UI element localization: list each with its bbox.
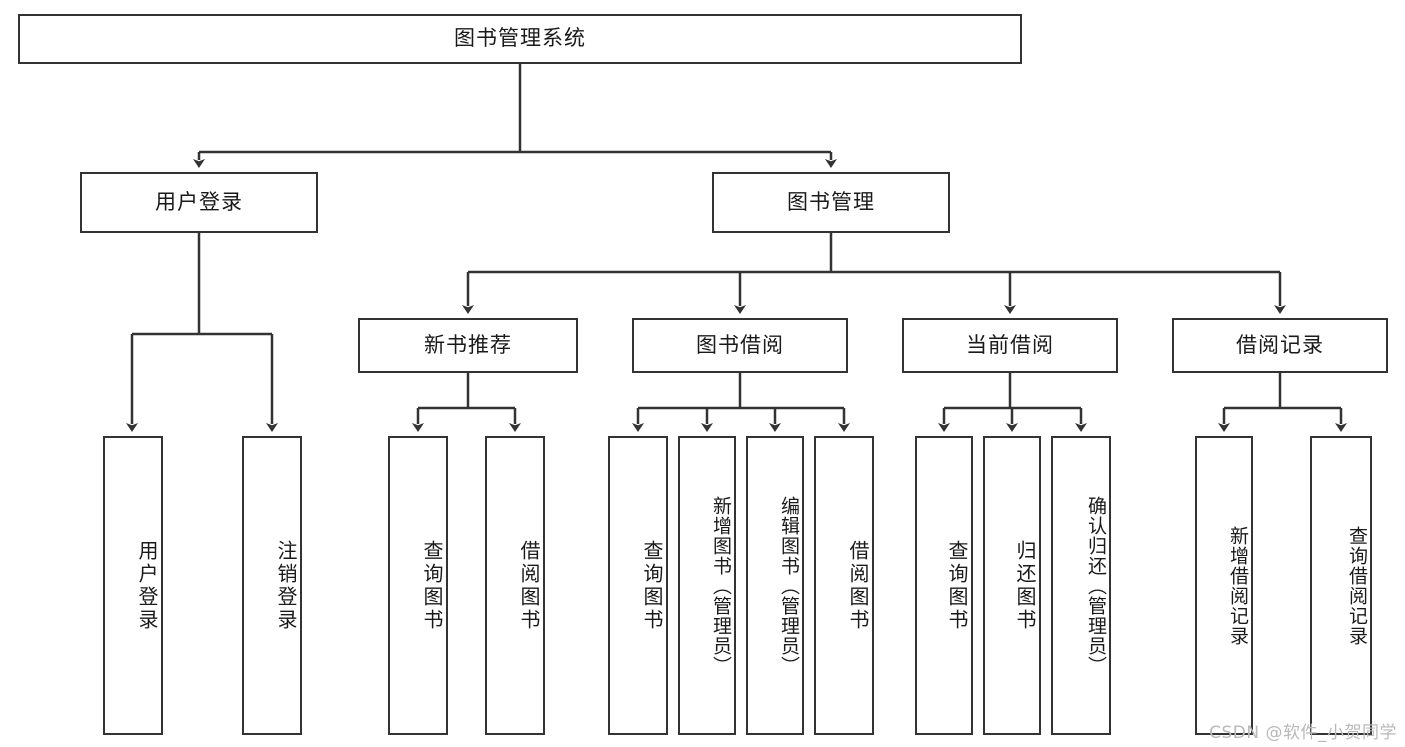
leaf-query-books-recommend[interactable]: 查询图书	[388, 436, 448, 735]
leaf-add-borrow-record[interactable]: 新增借阅记录	[1195, 436, 1253, 735]
node-user-login[interactable]: 用户登录	[80, 172, 318, 233]
leaf-borrow-books[interactable]: 借阅图书	[814, 436, 874, 735]
leaf-logout[interactable]: 注销登录	[242, 436, 302, 735]
leaf-edit-book-admin[interactable]: 编辑图书（管理员）	[746, 436, 804, 735]
leaf-return-books[interactable]: 归还图书	[983, 436, 1041, 735]
node-book-borrow[interactable]: 图书借阅	[632, 318, 848, 373]
leaf-borrow-books-recommend[interactable]: 借阅图书	[485, 436, 545, 735]
leaf-query-books-current[interactable]: 查询图书	[915, 436, 973, 735]
watermark-text: CSDN @软件_小贺同学	[1209, 723, 1397, 743]
leaf-add-book-admin[interactable]: 新增图书（管理员）	[678, 436, 736, 735]
node-new-book-recommend[interactable]: 新书推荐	[358, 318, 578, 373]
node-root[interactable]: 图书管理系统	[18, 14, 1022, 64]
node-borrow-records[interactable]: 借阅记录	[1172, 318, 1388, 373]
leaf-query-borrow-record[interactable]: 查询借阅记录	[1310, 436, 1372, 735]
leaf-user-login[interactable]: 用户登录	[103, 436, 163, 735]
node-book-management[interactable]: 图书管理	[712, 172, 950, 233]
node-current-borrow[interactable]: 当前借阅	[902, 318, 1118, 373]
leaf-confirm-return-admin[interactable]: 确认归还（管理员）	[1051, 436, 1111, 735]
leaf-query-books-borrow[interactable]: 查询图书	[608, 436, 668, 735]
